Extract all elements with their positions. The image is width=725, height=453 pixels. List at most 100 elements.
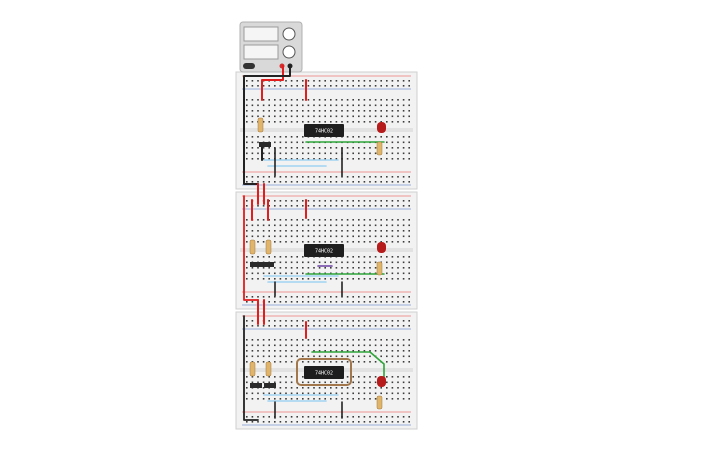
breadboard-hole[interactable] [386, 398, 388, 400]
breadboard-hole[interactable] [335, 398, 338, 400]
breadboard-hole[interactable] [397, 152, 399, 155]
breadboard-hole[interactable] [251, 176, 254, 178]
breadboard-hole[interactable] [290, 272, 293, 275]
breadboard-hole[interactable] [251, 339, 254, 341]
breadboard-hole[interactable] [335, 115, 338, 118]
breadboard-hole[interactable] [324, 339, 326, 341]
breadboard-hole[interactable] [313, 296, 315, 298]
breadboard-hole[interactable] [318, 421, 321, 423]
breadboard-hole[interactable] [374, 392, 377, 395]
breadboard-hole[interactable] [313, 121, 315, 123]
breadboard-hole[interactable] [341, 325, 343, 327]
breadboard-hole[interactable] [374, 224, 377, 227]
breadboard-hole[interactable] [335, 261, 338, 264]
breadboard-hole[interactable] [386, 416, 388, 418]
breadboard-hole[interactable] [369, 152, 371, 155]
breadboard-hole[interactable] [302, 272, 304, 275]
breadboard-hole[interactable] [324, 241, 326, 243]
breadboard-hole[interactable] [307, 230, 310, 232]
breadboard-hole[interactable] [363, 278, 366, 280]
breadboard-hole[interactable] [251, 110, 254, 112]
breadboard-hole[interactable] [274, 320, 276, 322]
breadboard-hole[interactable] [346, 350, 349, 352]
breadboard-hole[interactable] [380, 392, 382, 395]
breadboard-hole[interactable] [330, 278, 332, 280]
breadboard-hole[interactable] [374, 256, 377, 258]
breadboard-hole[interactable] [363, 219, 366, 221]
breadboard-hole[interactable] [246, 115, 248, 118]
breadboard-hole[interactable] [313, 339, 315, 341]
breadboard-hole[interactable] [402, 99, 405, 101]
breadboard-hole[interactable] [369, 115, 371, 118]
breadboard-hole[interactable] [279, 339, 282, 341]
breadboard-hole[interactable] [408, 241, 410, 243]
breadboard-hole[interactable] [274, 176, 276, 178]
breadboard-hole[interactable] [391, 320, 394, 322]
breadboard-hole[interactable] [397, 99, 399, 101]
breadboard-hole[interactable] [302, 136, 304, 138]
breadboard-hole[interactable] [251, 104, 254, 107]
breadboard-hole[interactable] [268, 278, 270, 280]
breadboard-hole[interactable] [380, 350, 382, 352]
breadboard-hole[interactable] [330, 147, 332, 149]
breadboard-hole[interactable] [324, 104, 326, 107]
breadboard-hole[interactable] [397, 224, 399, 227]
breadboard-hole[interactable] [363, 376, 366, 378]
breadboard-hole[interactable] [397, 261, 399, 264]
breadboard-hole[interactable] [307, 205, 310, 207]
breadboard-hole[interactable] [251, 136, 254, 138]
breadboard-hole[interactable] [380, 301, 382, 303]
breadboard-hole[interactable] [285, 241, 287, 243]
breadboard-hole[interactable] [285, 296, 287, 298]
breadboard-hole[interactable] [302, 261, 304, 264]
breadboard-hole[interactable] [251, 230, 254, 232]
breadboard-hole[interactable] [369, 176, 371, 178]
breadboard-hole[interactable] [268, 158, 270, 160]
breadboard-hole[interactable] [330, 301, 332, 303]
breadboard-hole[interactable] [307, 147, 310, 149]
breadboard-hole[interactable] [358, 224, 360, 227]
breadboard-hole[interactable] [302, 320, 304, 322]
breadboard-hole[interactable] [408, 325, 410, 327]
breadboard-hole[interactable] [324, 176, 326, 178]
breadboard-hole[interactable] [324, 152, 326, 155]
breadboard-hole[interactable] [374, 421, 377, 423]
breadboard-hole[interactable] [296, 141, 298, 144]
breadboard-hole[interactable] [313, 320, 315, 322]
breadboard-hole[interactable] [290, 85, 293, 87]
breadboard-hole[interactable] [246, 278, 248, 280]
breadboard-hole[interactable] [262, 256, 265, 258]
resistor-icon[interactable] [257, 117, 264, 133]
breadboard-hole[interactable] [290, 200, 293, 202]
breadboard-hole[interactable] [402, 85, 405, 87]
breadboard-hole[interactable] [296, 261, 298, 264]
breadboard-hole[interactable] [408, 99, 410, 101]
breadboard-hole[interactable] [386, 350, 388, 352]
breadboard-hole[interactable] [408, 147, 410, 149]
breadboard-hole[interactable] [257, 141, 259, 144]
breadboard-hole[interactable] [279, 256, 282, 258]
breadboard-hole[interactable] [330, 235, 332, 238]
breadboard-hole[interactable] [402, 325, 405, 327]
breadboard-hole[interactable] [274, 325, 276, 327]
breadboard-hole[interactable] [290, 325, 293, 327]
breadboard-hole[interactable] [369, 301, 371, 303]
breadboard-hole[interactable] [363, 350, 366, 352]
breadboard-hole[interactable] [346, 392, 349, 395]
breadboard-hole[interactable] [391, 339, 394, 341]
breadboard-hole[interactable] [296, 147, 298, 149]
breadboard-hole[interactable] [313, 147, 315, 149]
breadboard-hole[interactable] [402, 350, 405, 352]
breadboard-hole[interactable] [341, 320, 343, 322]
breadboard-hole[interactable] [279, 381, 282, 384]
breadboard-hole[interactable] [346, 147, 349, 149]
breadboard-hole[interactable] [307, 416, 310, 418]
breadboard-hole[interactable] [335, 241, 338, 243]
breadboard-hole[interactable] [279, 136, 282, 138]
breadboard-hole[interactable] [352, 261, 354, 264]
breadboard-hole[interactable] [279, 176, 282, 178]
breadboard-hole[interactable] [391, 344, 394, 347]
breadboard-hole[interactable] [318, 85, 321, 87]
breadboard-hole[interactable] [318, 278, 321, 280]
breadboard-hole[interactable] [386, 256, 388, 258]
